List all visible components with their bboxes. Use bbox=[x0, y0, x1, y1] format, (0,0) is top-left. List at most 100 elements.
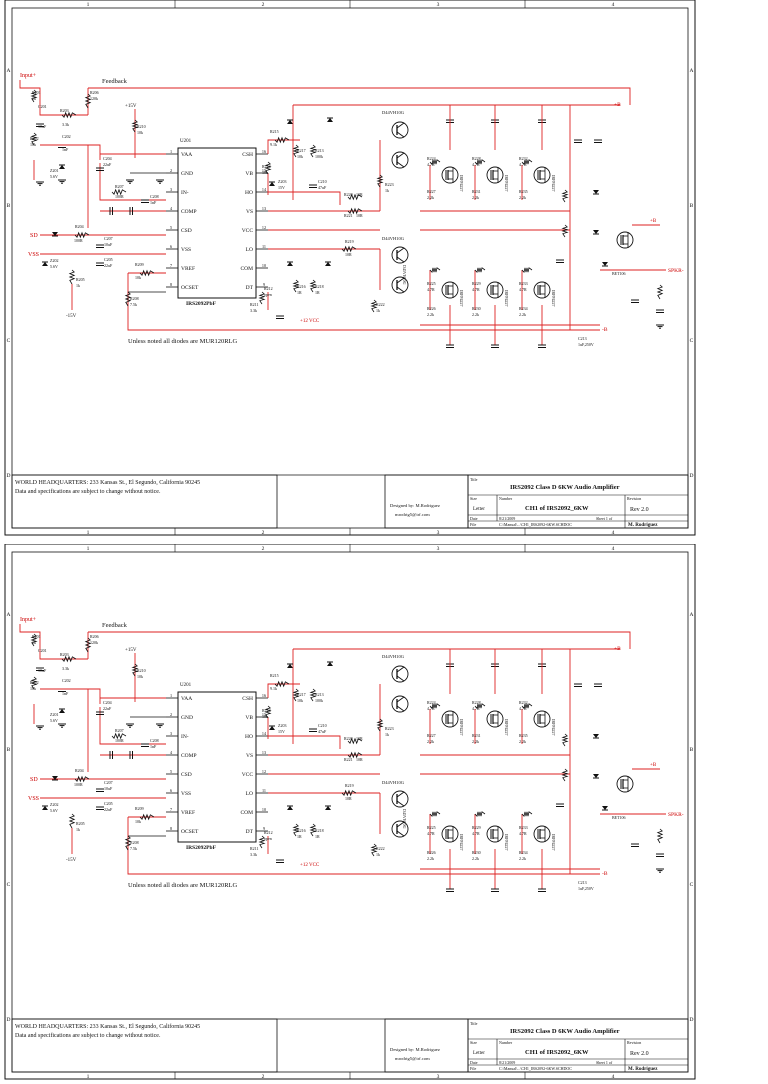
component-ref: Z201 bbox=[50, 712, 58, 717]
schematic-number: CH1 of IRS2092_6KW bbox=[525, 505, 589, 512]
component-value: 100k bbox=[315, 154, 323, 159]
title-block-hq: WORLD HEADQUARTERS: 233 Kansas St., El S… bbox=[15, 1023, 200, 1030]
resistor-symbol bbox=[124, 835, 132, 851]
component-ref: C202 bbox=[62, 134, 71, 139]
ic-pin-number: 7 bbox=[170, 263, 172, 268]
ic-pin-name: OCSET bbox=[181, 829, 199, 835]
component-value: 10uF bbox=[104, 786, 113, 791]
component-value: 10uF bbox=[38, 124, 47, 129]
resistor-symbol bbox=[347, 193, 363, 201]
resistor-symbol bbox=[521, 267, 533, 274]
resistor-symbol bbox=[139, 269, 155, 277]
component-ref: C207 bbox=[104, 780, 113, 785]
component-value: 3.3k bbox=[250, 308, 257, 313]
component-value: 22uF bbox=[104, 807, 113, 812]
component-value: 5.6V bbox=[50, 174, 58, 179]
component-value: 10R bbox=[356, 213, 363, 218]
component-ref: R219 bbox=[345, 783, 354, 788]
component-value: 15V bbox=[278, 185, 285, 190]
column-marker: 3 bbox=[437, 1074, 440, 1080]
bjt-transistor-symbol bbox=[391, 790, 409, 808]
mosfet-part: IRFP4227 bbox=[504, 290, 509, 306]
drawn-by: M. Rodriguez bbox=[628, 1067, 658, 1072]
component-ref: R208 bbox=[130, 296, 139, 301]
minus15v-net-label: -15V bbox=[66, 314, 77, 319]
component-value: 1uF,250V bbox=[578, 886, 594, 892]
resistor-symbol bbox=[370, 299, 378, 313]
ic-pin-name: COM bbox=[240, 266, 253, 272]
diode-symbol bbox=[593, 734, 599, 739]
component-ref: R229 bbox=[472, 825, 481, 830]
diode-symbol bbox=[269, 725, 275, 730]
vss-net-label: VSS bbox=[28, 252, 39, 258]
component-value: 1k bbox=[385, 732, 389, 737]
schematic-number: CH1 of IRS2092_6KW bbox=[525, 1049, 589, 1056]
component-ref: R222 bbox=[376, 846, 385, 851]
column-marker: 3 bbox=[437, 546, 440, 552]
ic-pin-name: VB bbox=[245, 715, 253, 721]
file-path: C:\Manual\...\CH1_IRS2092-6KW.SCHDOC bbox=[499, 1066, 572, 1071]
mosfet-symbol bbox=[486, 710, 504, 728]
component-value: 4.7R bbox=[472, 831, 480, 836]
plus-b-net-label: +B bbox=[650, 219, 657, 224]
component-value: 2.2k bbox=[427, 195, 434, 200]
ground-symbol bbox=[58, 723, 66, 728]
date-label: Date bbox=[470, 516, 478, 521]
size-label: Size bbox=[470, 496, 477, 501]
mosfet-part: IRFP4227 bbox=[459, 834, 464, 850]
component-value: 3.3k bbox=[62, 122, 69, 127]
component-ref: R220 bbox=[344, 736, 353, 741]
component-value: 9.1k bbox=[270, 142, 277, 147]
component-ref: C210 bbox=[318, 179, 327, 184]
revision-value: Rev 2.0 bbox=[630, 1051, 649, 1057]
ic-pin-name: VS bbox=[246, 753, 253, 759]
component-ref: R214 bbox=[262, 164, 271, 169]
component-ref: R206 bbox=[90, 90, 99, 95]
capacitor-symbol bbox=[556, 803, 564, 807]
component-value: 15V bbox=[278, 729, 285, 734]
ic-pin-number: 5 bbox=[170, 769, 172, 774]
column-marker: 2 bbox=[262, 546, 265, 552]
capacitor-symbol bbox=[538, 344, 546, 348]
row-marker: B bbox=[7, 203, 11, 209]
plus-b-net-label: +B bbox=[614, 102, 621, 108]
component-value: 10uF bbox=[38, 668, 47, 673]
component-value: 4.7R bbox=[519, 287, 527, 292]
resistor-symbol bbox=[274, 136, 290, 144]
component-ref: C204 bbox=[103, 156, 112, 161]
bjt-transistor-symbol bbox=[391, 246, 409, 264]
resistor-symbol bbox=[61, 111, 77, 119]
component-ref: R230 bbox=[472, 306, 481, 311]
ground-symbol bbox=[156, 179, 164, 184]
component-value: 3.3k bbox=[250, 852, 257, 857]
mosfet-part: IRFP4227 bbox=[504, 719, 509, 735]
component-value: 10R bbox=[356, 192, 363, 197]
capacitor-symbol bbox=[594, 139, 602, 143]
column-marker: 2 bbox=[262, 530, 265, 536]
diode-symbol bbox=[325, 261, 331, 266]
capacitor-symbol bbox=[574, 683, 582, 687]
ic-pin-number: 1 bbox=[170, 693, 172, 698]
component-value: 4.7R bbox=[519, 162, 527, 167]
component-ref: R216 bbox=[297, 284, 306, 289]
ic-pin-number: 13 bbox=[262, 206, 266, 211]
component-ref: Z202 bbox=[50, 258, 58, 263]
component-ref: C213 bbox=[578, 880, 587, 885]
bjt-transistor-symbol bbox=[391, 121, 409, 139]
mosfet-part: IRFP4227 bbox=[551, 290, 556, 306]
component-value: 2.2k bbox=[519, 312, 526, 317]
ic-pin-name: DT bbox=[246, 829, 254, 835]
resistor-symbol bbox=[74, 775, 90, 783]
component-value: 2.2k bbox=[472, 195, 479, 200]
component-ref: R202 bbox=[30, 136, 39, 141]
component-ref: R223 bbox=[385, 726, 394, 731]
component-ref: C201 bbox=[38, 648, 47, 653]
row-marker: B bbox=[690, 747, 694, 753]
component-value: 1uF,250V bbox=[578, 342, 594, 348]
ic-pin-name: VB bbox=[245, 171, 253, 177]
ic-pin-name: VAA bbox=[181, 696, 192, 702]
capacitor-symbol bbox=[96, 167, 104, 171]
diode-symbol bbox=[287, 261, 293, 266]
component-ref: R203 bbox=[60, 108, 69, 113]
